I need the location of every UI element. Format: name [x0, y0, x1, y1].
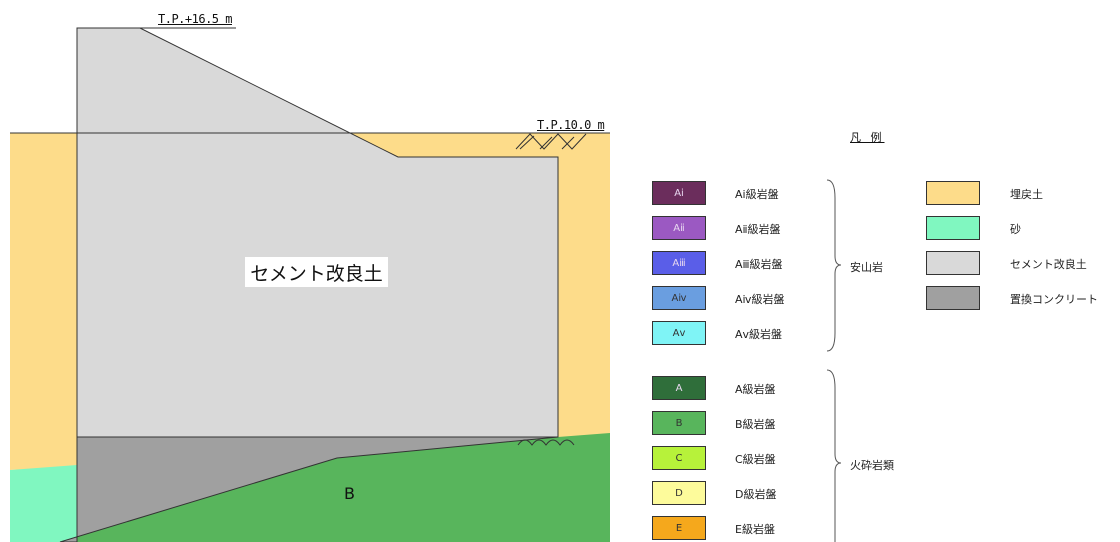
legend-swatch: B: [652, 411, 706, 435]
legend-label: 置換コンクリート: [1010, 293, 1098, 306]
legend-swatch: D: [652, 481, 706, 505]
cement-improved-soil-region: [76, 27, 559, 438]
legend-label: Aⅴ級岩盤: [735, 328, 783, 341]
legend-swatch: A: [652, 376, 706, 400]
b-rock-region: [0, 433, 610, 542]
legend-label: E級岩盤: [735, 523, 775, 536]
legend-swatch-code: Aⅰ: [674, 187, 684, 199]
legend-label: セメント改良土: [1010, 258, 1087, 271]
legend-label: 埋戻土: [1010, 188, 1043, 201]
cement-soil-label: セメント改良土: [245, 257, 388, 287]
legend-label: A級岩盤: [735, 383, 776, 396]
rock-surface-marks: [517, 439, 575, 446]
rock-class-label: B: [344, 484, 355, 503]
legend-label: D級岩盤: [735, 488, 777, 501]
legend-swatch: Aⅱ: [652, 216, 706, 240]
legend-swatch: Aⅰ: [652, 181, 706, 205]
legend-swatch: [926, 286, 980, 310]
legend-label: C級岩盤: [735, 453, 776, 466]
sand-region: [10, 465, 77, 542]
legend-swatch: C: [652, 446, 706, 470]
legend-label: Aⅲ級岩盤: [735, 258, 783, 271]
ground-elevation-label: T.P.10.0 m: [537, 118, 605, 132]
andesite-brace: [826, 179, 842, 352]
legend-swatch-code: D: [675, 487, 683, 499]
legend-swatch: [926, 216, 980, 240]
legend-swatch-code: C: [675, 452, 683, 464]
legend-swatch-code: Aⅱ: [673, 222, 685, 234]
legend-label: Aⅰ級岩盤: [735, 188, 779, 201]
legend-swatch: E: [652, 516, 706, 540]
cross-section-drawing: [0, 27, 610, 542]
legend-swatch: Aⅳ: [652, 286, 706, 310]
legend-swatch-code: Aⅲ: [672, 257, 686, 269]
ground-hatch-marks: [515, 133, 587, 150]
pyroclastic-group-label: 火砕岩類: [850, 459, 894, 472]
pyroclastic-brace: [826, 369, 842, 542]
legend-swatch-code: E: [675, 522, 683, 534]
legend-label: Aⅱ級岩盤: [735, 223, 781, 236]
legend-swatch-code: Aⅴ: [672, 327, 686, 339]
legend-swatch: [926, 251, 980, 275]
legend-swatch: Aⅲ: [652, 251, 706, 275]
andesite-group-label: 安山岩: [850, 261, 883, 274]
legend-label: Aⅳ級岩盤: [735, 293, 785, 306]
legend-swatch-code: A: [675, 382, 683, 394]
legend-label: 砂: [1010, 223, 1021, 236]
legend-swatch: Aⅴ: [652, 321, 706, 345]
legend-title: 凡 例: [850, 131, 885, 144]
legend-swatch-code: B: [675, 417, 683, 429]
legend-label: B級岩盤: [735, 418, 776, 431]
legend-swatch: [926, 181, 980, 205]
top-elevation-label: T.P.+16.5 m: [158, 12, 232, 26]
legend-swatch-code: Aⅳ: [671, 292, 687, 304]
